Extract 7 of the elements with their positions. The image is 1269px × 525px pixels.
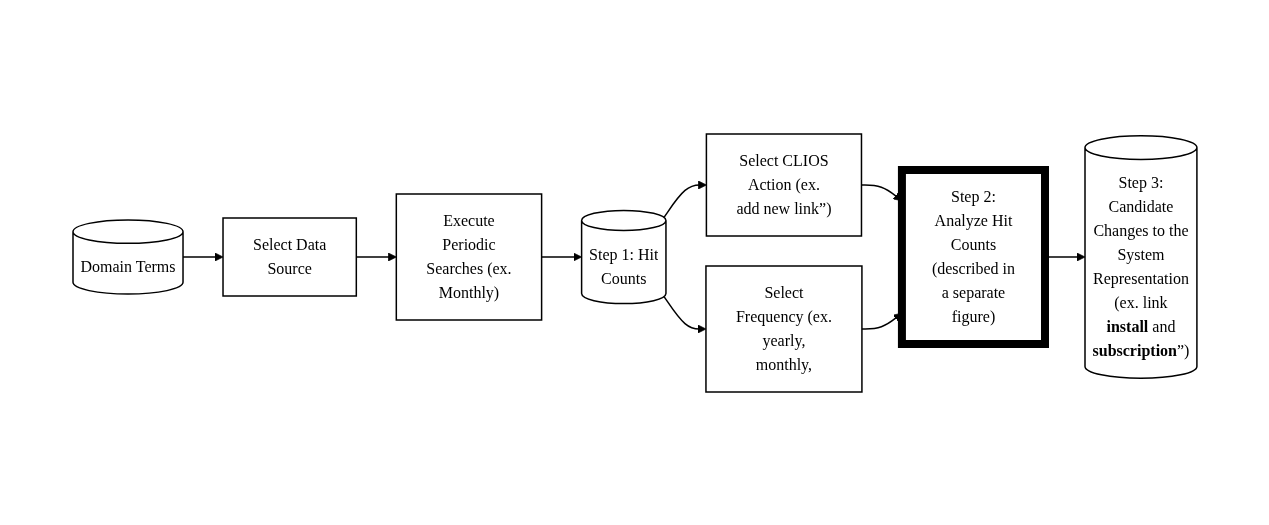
- node-box: Select Data Source: [221, 216, 357, 297]
- arrow: [662, 295, 706, 333]
- node-box: Step 2: Analyze Hit Counts (described in a separate figure): [897, 165, 1049, 348]
- node-box: Select Frequency (ex. yearly, monthly,: [704, 264, 863, 393]
- arrow: [181, 252, 223, 261]
- node-box: Select CLIOS Action (ex. add new link”): [705, 132, 862, 237]
- node-box: Execute Periodic Searches (ex. Monthly): [395, 192, 542, 321]
